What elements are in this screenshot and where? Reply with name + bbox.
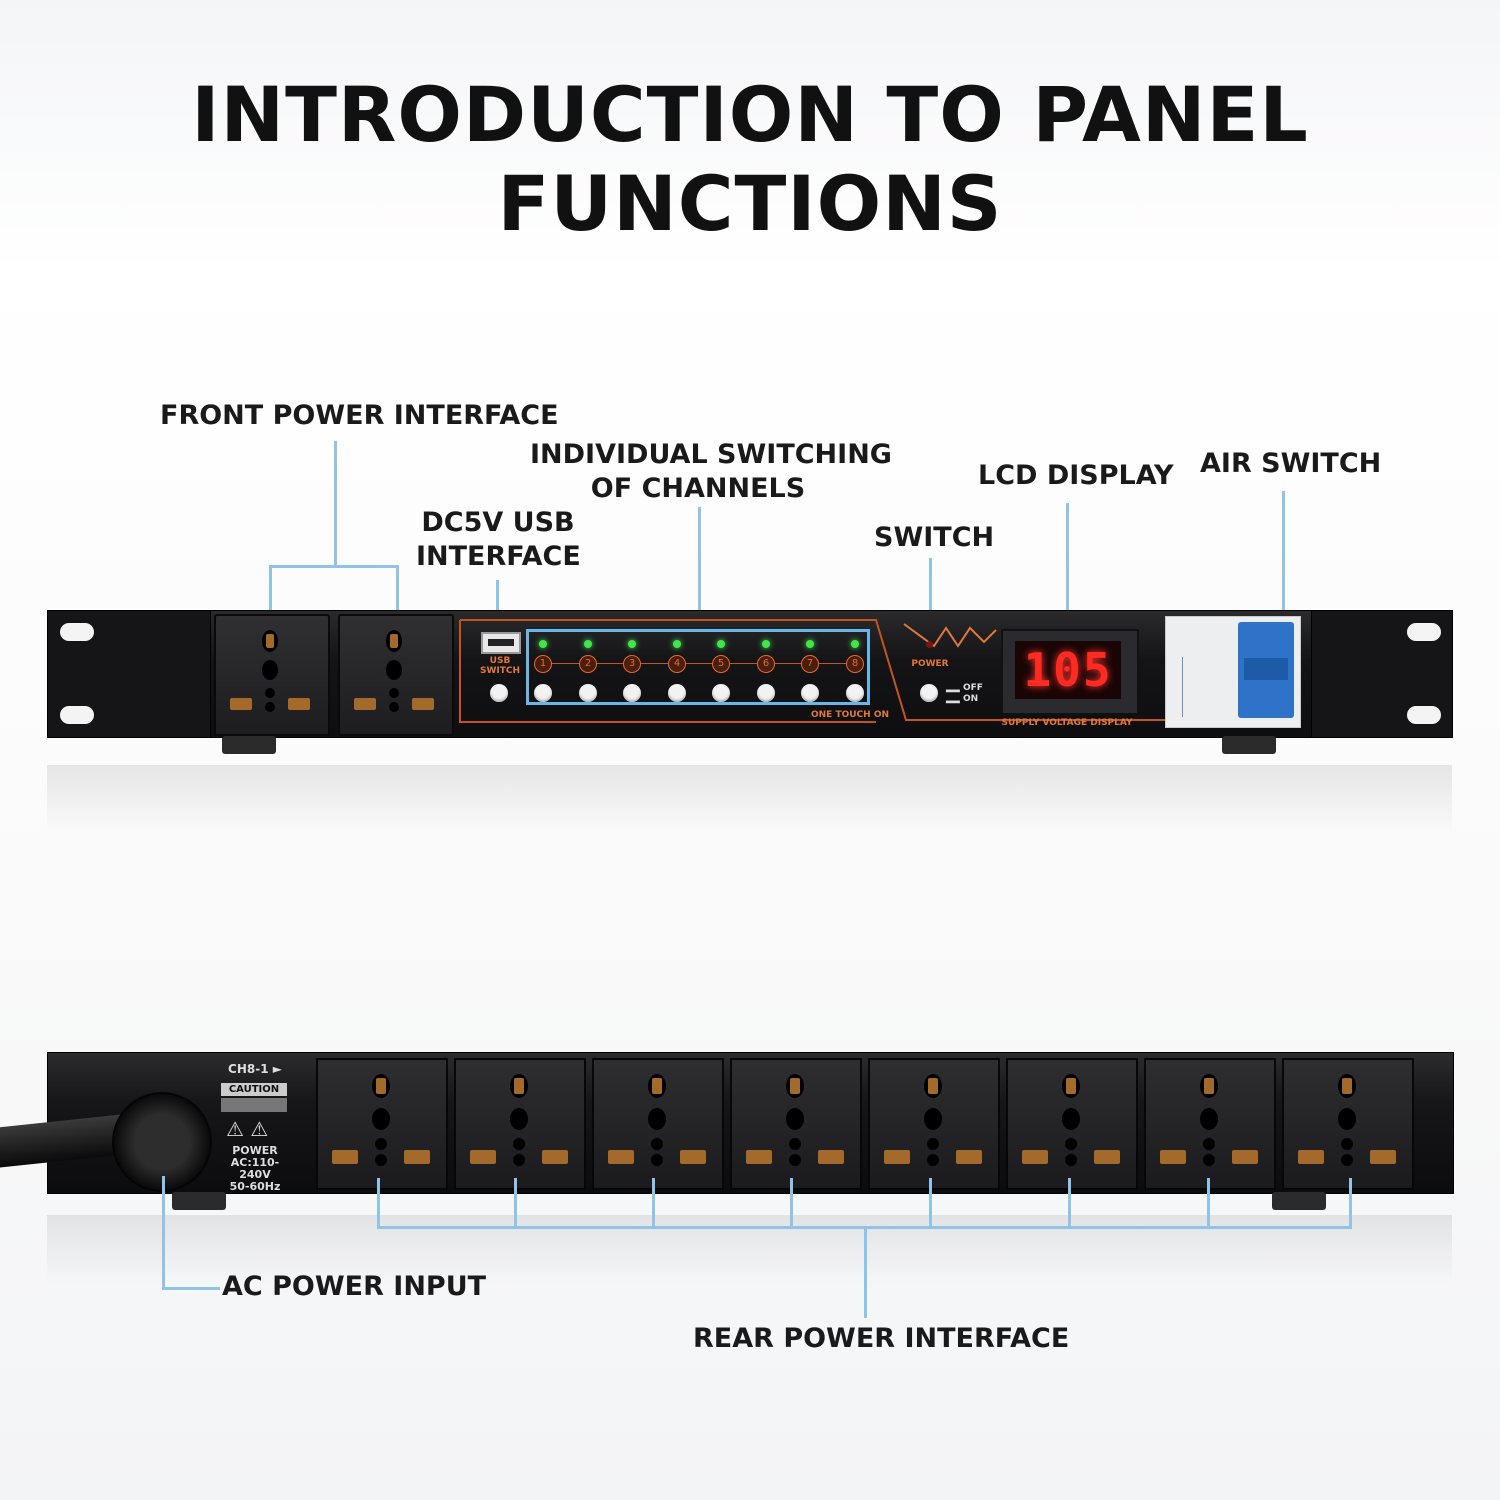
- warning-icon: ⚠ ⚠: [226, 1117, 269, 1141]
- channel-6-button[interactable]: [757, 684, 775, 702]
- callout-line: [496, 580, 499, 630]
- channel-2-led: [584, 640, 592, 648]
- channel-5-led: [717, 640, 725, 648]
- channel-3-number: 3: [623, 655, 641, 673]
- page-title: INTRODUCTION TO PANEL FUNCTIONS: [191, 70, 1309, 248]
- channel-4-button[interactable]: [668, 684, 686, 702]
- channel-5-number: 5: [712, 655, 730, 673]
- foot: [222, 736, 276, 754]
- callout-line: [1349, 1178, 1352, 1228]
- caution-label: CAUTION: [221, 1083, 287, 1096]
- one-touch-on-label: ONE TOUCH ON: [810, 710, 890, 720]
- rack-slot: [60, 623, 94, 641]
- callout-line: [269, 565, 399, 568]
- callout-line: [162, 1176, 165, 1290]
- callout-line: [269, 565, 272, 621]
- supply-voltage-label: SUPPLY VOLTAGE DISPLAY: [1001, 718, 1133, 728]
- rear-socket-2[interactable]: [454, 1058, 586, 1190]
- channel-switch-group: [526, 629, 870, 705]
- rear-power-interface-label: REAR POWER INTERFACE: [693, 1323, 1070, 1354]
- usb-interface-label: DC5V USB INTERFACE: [416, 507, 581, 572]
- channel-rail: [540, 663, 856, 664]
- rear-socket-8[interactable]: [1282, 1058, 1414, 1190]
- rear-socket-5[interactable]: [868, 1058, 1000, 1190]
- lcd-display-label: LCD DISPLAY: [978, 460, 1174, 491]
- rear-socket-3[interactable]: [592, 1058, 724, 1190]
- power-rating-label: POWER AC:110-240V 50-60Hz: [229, 1144, 281, 1193]
- callout-line: [377, 1178, 380, 1228]
- channels-label: INDIVIDUAL SWITCHING OF CHANNELS: [530, 439, 892, 504]
- channel-3-led: [628, 640, 636, 648]
- callout-line: [698, 507, 701, 631]
- rear-socket-7[interactable]: [1144, 1058, 1276, 1190]
- callout-line: [162, 1287, 220, 1290]
- right-rack-ear: [1310, 610, 1453, 738]
- channel-7-led: [806, 640, 814, 648]
- channel-5-button[interactable]: [712, 684, 730, 702]
- channel-4-number: 4: [668, 655, 686, 673]
- power-indicator-led: [926, 641, 933, 648]
- on-label: ▂▂ ON: [946, 694, 979, 704]
- channel-3-button[interactable]: [623, 684, 641, 702]
- rear-socket-6[interactable]: [1006, 1058, 1138, 1190]
- power-label: POWER: [911, 659, 949, 669]
- channel-8-led: [851, 640, 859, 648]
- channel-6-led: [762, 640, 770, 648]
- channel-7-button[interactable]: [801, 684, 819, 702]
- channel-2-button[interactable]: [579, 684, 597, 702]
- callout-line: [396, 565, 399, 621]
- cable-gland: [112, 1092, 212, 1192]
- callout-line: [1066, 503, 1069, 629]
- lcd-voltage-readout: 105: [1015, 641, 1121, 699]
- channel-1-button[interactable]: [534, 684, 552, 702]
- usb-switch-button[interactable]: [490, 684, 508, 702]
- left-rack-ear: [47, 610, 212, 738]
- rack-slot: [60, 706, 94, 724]
- channel-6-number: 6: [757, 655, 775, 673]
- callout-line: [929, 1178, 932, 1228]
- front-reflection: [47, 765, 1452, 835]
- front-socket-2[interactable]: [338, 614, 454, 736]
- channel-8-number: 8: [846, 655, 864, 673]
- callout-line: [1207, 1178, 1210, 1228]
- air-switch-label: AIR SWITCH: [1200, 448, 1382, 479]
- power-switch-button[interactable]: [920, 684, 938, 702]
- callout-line: [514, 1178, 517, 1228]
- channel-7-number: 7: [801, 655, 819, 673]
- channel-1-number: 1: [534, 655, 552, 673]
- caution-text-plate: [221, 1098, 287, 1112]
- front-socket-1[interactable]: [214, 614, 330, 736]
- rack-slot: [1407, 623, 1441, 641]
- rear-socket-1[interactable]: [316, 1058, 448, 1190]
- channel-4-led: [673, 640, 681, 648]
- panel-outline: [459, 619, 1166, 723]
- air-switch-lever[interactable]: [1238, 622, 1294, 718]
- rack-slot: [1407, 706, 1441, 724]
- callout-line: [790, 1178, 793, 1228]
- callout-line: [652, 1178, 655, 1228]
- rear-socket-4[interactable]: [730, 1058, 862, 1190]
- usb-port[interactable]: [481, 632, 521, 654]
- foot: [172, 1192, 226, 1210]
- channel-2-number: 2: [579, 655, 597, 673]
- callout-line: [1282, 491, 1285, 619]
- foot: [1272, 1192, 1326, 1210]
- off-label: ▂▂ OFF: [946, 683, 983, 693]
- channel-1-led: [539, 640, 547, 648]
- callout-line: [1068, 1178, 1071, 1228]
- usb-label: USB SWITCH: [479, 656, 521, 676]
- callout-line: [334, 441, 337, 567]
- switch-label: SWITCH: [874, 522, 995, 553]
- ac-power-input-label: AC POWER INPUT: [222, 1271, 487, 1302]
- channel-order-label: CH8-1 ►: [228, 1062, 282, 1076]
- front-power-interface-label: FRONT POWER INTERFACE: [160, 400, 559, 431]
- channel-8-button[interactable]: [846, 684, 864, 702]
- callout-line: [864, 1226, 867, 1318]
- foot: [1222, 736, 1276, 754]
